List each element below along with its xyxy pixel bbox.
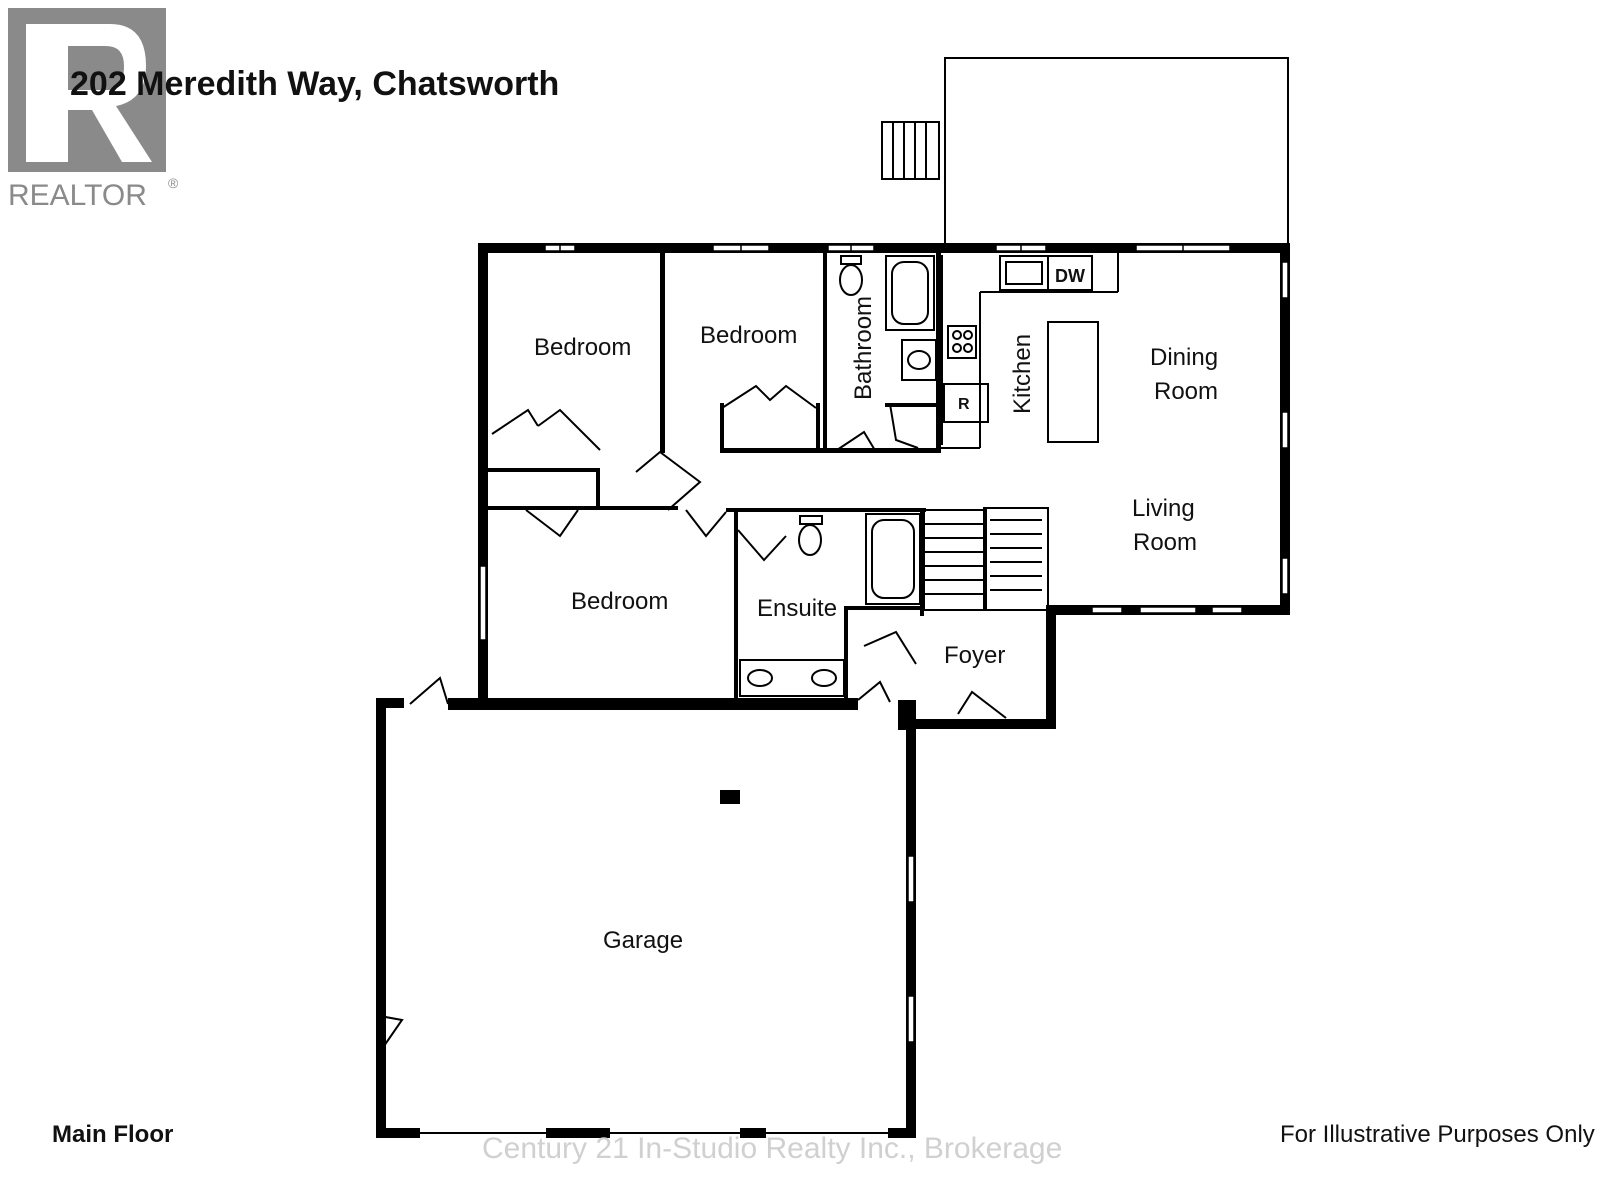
room-label-ensuite: Ensuite	[757, 595, 837, 622]
ensuite-fixtures	[739, 513, 921, 697]
realtor-logo-text: REALTOR	[8, 179, 147, 212]
room-label-kitchen: Kitchen	[1009, 334, 1036, 414]
windows-living-bottom	[1091, 606, 1243, 614]
garage-walls	[376, 698, 916, 1138]
realtor-logo: REALTOR ®	[8, 8, 179, 212]
refrigerator-label: R	[958, 396, 970, 413]
interior-walls	[488, 253, 1119, 698]
bathroom-fixtures	[839, 255, 937, 381]
interior-stairs	[923, 507, 1049, 611]
deck	[944, 57, 1289, 244]
room-label-living-line1: Living	[1132, 495, 1195, 522]
room-label-dining-line2: Room	[1154, 378, 1218, 405]
disclaimer-text: For Illustrative Purposes Only	[1280, 1121, 1595, 1148]
room-label-bedroom-3: Bedroom	[571, 588, 668, 615]
dishwasher-label: DW	[1055, 266, 1085, 286]
room-label-garage: Garage	[603, 927, 683, 954]
kitchen-island	[1047, 321, 1099, 443]
room-label-living-line2: Room	[1133, 529, 1197, 556]
floor-label: Main Floor	[52, 1121, 173, 1148]
deck-stairs	[881, 121, 940, 180]
doors	[379, 384, 1007, 1047]
window-left	[479, 565, 487, 641]
room-label-foyer: Foyer	[944, 642, 1005, 669]
room-label-bedroom-2: Bedroom	[700, 322, 797, 349]
room-label-bathroom: Bathroom	[850, 296, 877, 400]
kitchen-fixtures: DW R	[943, 255, 1099, 443]
windows-right	[1281, 261, 1289, 595]
room-label-dining-line1: Dining	[1150, 344, 1218, 371]
registered-mark: ®	[168, 175, 179, 191]
windows-top	[544, 244, 1231, 252]
watermark-text: Century 21 In-Studio Realty Inc., Broker…	[482, 1132, 1062, 1165]
room-label-bedroom-1: Bedroom	[534, 334, 631, 361]
page-title: 202 Meredith Way, Chatsworth	[70, 65, 559, 103]
